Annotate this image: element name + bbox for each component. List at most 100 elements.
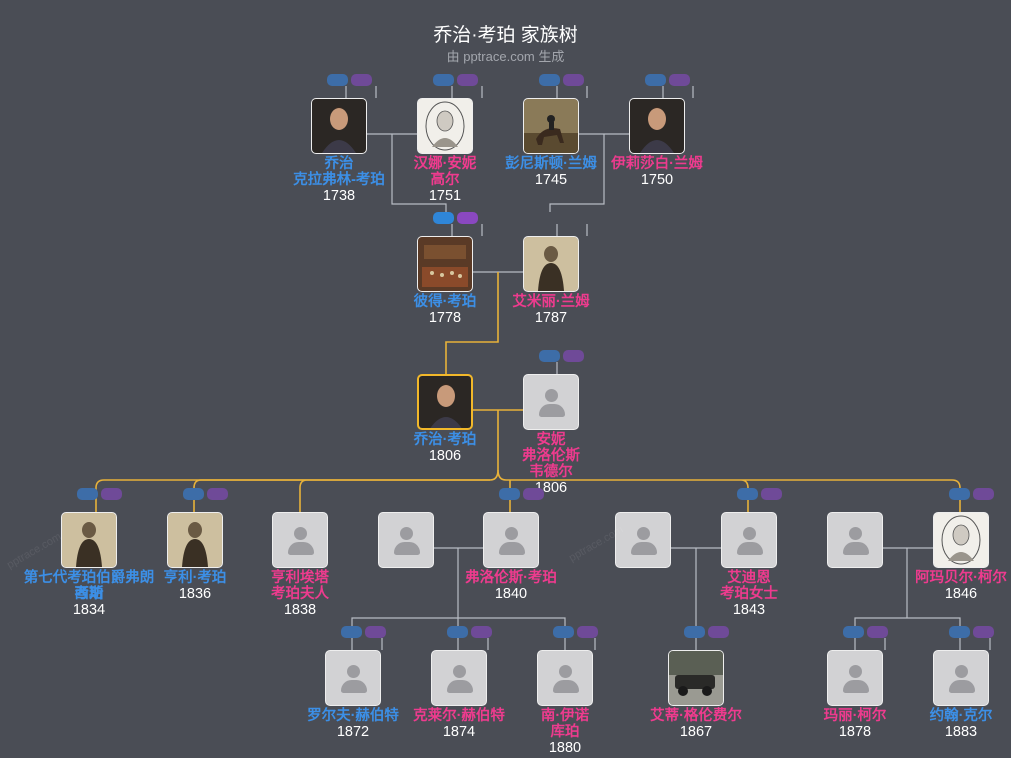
show-parents-button[interactable] (949, 488, 970, 500)
person-card[interactable] (615, 512, 671, 568)
show-spouses-button[interactable] (471, 626, 492, 638)
show-parents-button[interactable] (327, 74, 348, 86)
show-parents-button[interactable] (949, 626, 970, 638)
person-name[interactable]: 约翰·克尔 (929, 708, 993, 724)
show-spouses-button[interactable] (457, 212, 478, 224)
person-name[interactable]: 艾蒂·格伦费尔 (650, 708, 742, 724)
person-card[interactable] (431, 650, 487, 706)
person-name[interactable]: 克莱尔·赫伯特 (413, 708, 505, 724)
person-card[interactable] (61, 512, 117, 568)
show-spouses-button[interactable] (973, 626, 994, 638)
show-parents-button[interactable] (433, 74, 454, 86)
avatar-placeholder-icon (347, 665, 360, 678)
person-name[interactable]: 考珀女士 (720, 586, 778, 602)
person-card[interactable] (721, 512, 777, 568)
person-card[interactable] (933, 650, 989, 706)
person-name[interactable]: 艾米丽·兰姆 (512, 294, 590, 310)
person-name[interactable]: 乔治·考珀 (413, 432, 477, 448)
show-parents-button[interactable] (684, 626, 705, 638)
show-parents-button[interactable] (539, 74, 560, 86)
person-card[interactable] (272, 512, 328, 568)
person-name[interactable]: 玛丽·柯尔 (823, 708, 887, 724)
show-parents-button[interactable] (77, 488, 98, 500)
show-spouses-button[interactable] (577, 626, 598, 638)
show-spouses-button[interactable] (563, 350, 584, 362)
show-parents-button[interactable] (539, 350, 560, 362)
show-parents-button[interactable] (183, 488, 204, 500)
show-spouses-button[interactable] (761, 488, 782, 500)
person-card[interactable] (311, 98, 367, 154)
person-name[interactable]: 阿玛贝尔·柯尔 (915, 570, 1007, 586)
person-card[interactable] (523, 374, 579, 430)
page-title: 乔治·考珀 家族树 (433, 25, 578, 46)
person-name[interactable]: 罗尔夫·赫伯特 (307, 708, 399, 724)
person-name[interactable]: 考珀 (74, 586, 104, 602)
birth-year: 1872 (336, 724, 370, 740)
person-name[interactable]: 亨利埃塔 (271, 570, 329, 586)
person-name[interactable]: 弗洛伦斯·考珀 (465, 570, 557, 586)
show-spouses-button[interactable] (563, 74, 584, 86)
person-card[interactable] (668, 650, 724, 706)
show-parents-button[interactable] (553, 626, 574, 638)
avatar-placeholder-body (843, 680, 869, 693)
person-card[interactable] (523, 98, 579, 154)
person-card[interactable] (417, 98, 473, 154)
person-name[interactable]: 乔治 (324, 156, 354, 172)
person-name[interactable]: 安妮 (536, 432, 566, 448)
show-spouses-button[interactable] (708, 626, 729, 638)
show-parents-button[interactable] (433, 212, 454, 224)
person-card[interactable] (827, 512, 883, 568)
focus-person-card[interactable] (417, 374, 473, 430)
show-parents-button[interactable] (447, 626, 468, 638)
show-parents-button[interactable] (737, 488, 758, 500)
show-spouses-button[interactable] (523, 488, 544, 500)
person-card[interactable] (827, 650, 883, 706)
birth-year: 1750 (640, 172, 674, 188)
page-subtitle: 由 pptrace.com 生成 (446, 49, 565, 64)
show-spouses-button[interactable] (457, 74, 478, 86)
person-card[interactable] (933, 512, 989, 568)
show-spouses-button[interactable] (365, 626, 386, 638)
person-name[interactable]: 考珀夫人 (271, 586, 329, 602)
person-photo (630, 99, 684, 153)
avatar-placeholder-body (539, 404, 565, 417)
person-name[interactable]: 彼得·考珀 (413, 294, 477, 310)
person-name[interactable]: 库珀 (550, 724, 580, 740)
show-spouses-button[interactable] (973, 488, 994, 500)
show-parents-button[interactable] (341, 626, 362, 638)
avatar-placeholder-icon (849, 665, 862, 678)
person-name[interactable]: 韦德尔 (529, 464, 573, 480)
person-card[interactable] (523, 236, 579, 292)
person-name[interactable]: 克拉弗林-考珀 (293, 172, 385, 188)
person-photo (312, 99, 366, 153)
person-card[interactable] (417, 236, 473, 292)
person-name[interactable]: 汉娜·安妮 (413, 156, 477, 172)
person-card[interactable] (325, 650, 381, 706)
person-name[interactable]: 伊莉莎白·兰姆 (611, 156, 703, 172)
show-spouses-button[interactable] (867, 626, 888, 638)
show-spouses-button[interactable] (101, 488, 122, 500)
birth-year: 1840 (494, 586, 528, 602)
person-name[interactable]: 高尔 (430, 172, 460, 188)
show-parents-button[interactable] (843, 626, 864, 638)
person-card[interactable] (537, 650, 593, 706)
person-card[interactable] (483, 512, 539, 568)
birth-year: 1778 (428, 310, 462, 326)
person-name[interactable]: 艾迪恩 (727, 570, 771, 586)
show-parents-button[interactable] (499, 488, 520, 500)
show-parents-button[interactable] (645, 74, 666, 86)
person-name[interactable]: 弗洛伦斯 (522, 448, 580, 464)
show-spouses-button[interactable] (207, 488, 228, 500)
show-spouses-button[interactable] (351, 74, 372, 86)
person-card[interactable] (167, 512, 223, 568)
person-card[interactable] (378, 512, 434, 568)
person-card[interactable] (629, 98, 685, 154)
person-name[interactable]: 彭尼斯顿·兰姆 (505, 156, 597, 172)
show-spouses-button[interactable] (669, 74, 690, 86)
person-photo (418, 99, 472, 153)
person-name[interactable]: 南·伊诺 (540, 708, 590, 724)
birth-year: 1867 (679, 724, 713, 740)
person-name[interactable]: 亨利·考珀 (163, 570, 227, 586)
avatar-placeholder-icon (637, 527, 650, 540)
person-name[interactable]: 第七代考珀伯爵弗朗西斯 (23, 570, 155, 602)
